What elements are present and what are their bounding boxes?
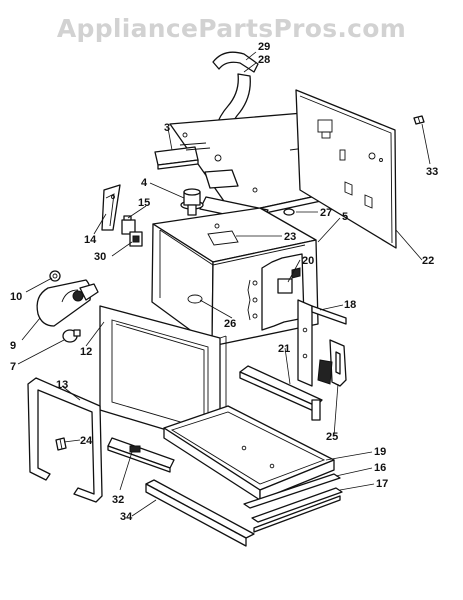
callout-33: 33 [426,166,438,178]
callout-24: 24 [80,435,93,447]
callout-20: 20 [302,255,314,267]
seal-strip-16 [243,473,341,509]
callout-26: 26 [224,318,236,330]
grommet-27 [283,208,295,216]
light-socket-10 [49,270,61,282]
oven-cavity [151,207,319,347]
callout-labels: 29 28 3 33 4 27 5 15 14 23 30 22 20 10 1… [10,41,438,523]
watermark-text: AppliancePartsPros.com [56,14,407,43]
support-rail-21 [239,365,323,421]
callout-29: 29 [258,41,270,53]
callout-19: 19 [374,446,386,458]
callout-32: 32 [112,494,124,506]
bottom-tray-19 [163,405,335,501]
callout-9: 9 [10,340,16,352]
callout-18: 18 [344,299,356,311]
callout-14: 14 [84,234,97,246]
door-latch-25 [317,339,347,387]
front-trim-17 [251,487,343,533]
leader-lines [17,51,431,517]
lamp-assembly-9 [36,279,99,327]
callout-22: 22 [422,255,434,267]
callout-15: 15 [138,197,150,209]
callout-34: 34 [120,511,133,523]
side-bracket-18 [297,299,347,387]
light-bulb-7 [62,329,81,343]
callout-3: 3 [164,122,170,134]
callout-5: 5 [342,211,348,223]
switch-30 [129,231,143,247]
screw-33 [413,115,425,125]
callout-27: 27 [320,207,332,219]
callout-10: 10 [10,291,22,303]
clip-24 [55,437,67,451]
callout-7: 7 [10,361,16,373]
callout-23: 23 [284,231,296,243]
thermostat-4 [180,188,204,216]
callout-21: 21 [278,343,290,355]
callout-28: 28 [258,54,270,66]
vent-strip-34 [145,479,255,547]
callout-30: 30 [94,251,106,263]
callout-17: 17 [376,478,388,490]
callout-16: 16 [374,462,386,474]
bracket-14 [101,184,121,231]
callout-12: 12 [80,346,92,358]
door-gasket-13 [27,377,103,503]
switch-15 [121,215,136,235]
callout-25: 25 [326,431,338,443]
callout-13: 13 [56,379,68,391]
callout-4: 4 [141,177,148,189]
back-panel [295,89,397,249]
track-32 [107,437,175,473]
